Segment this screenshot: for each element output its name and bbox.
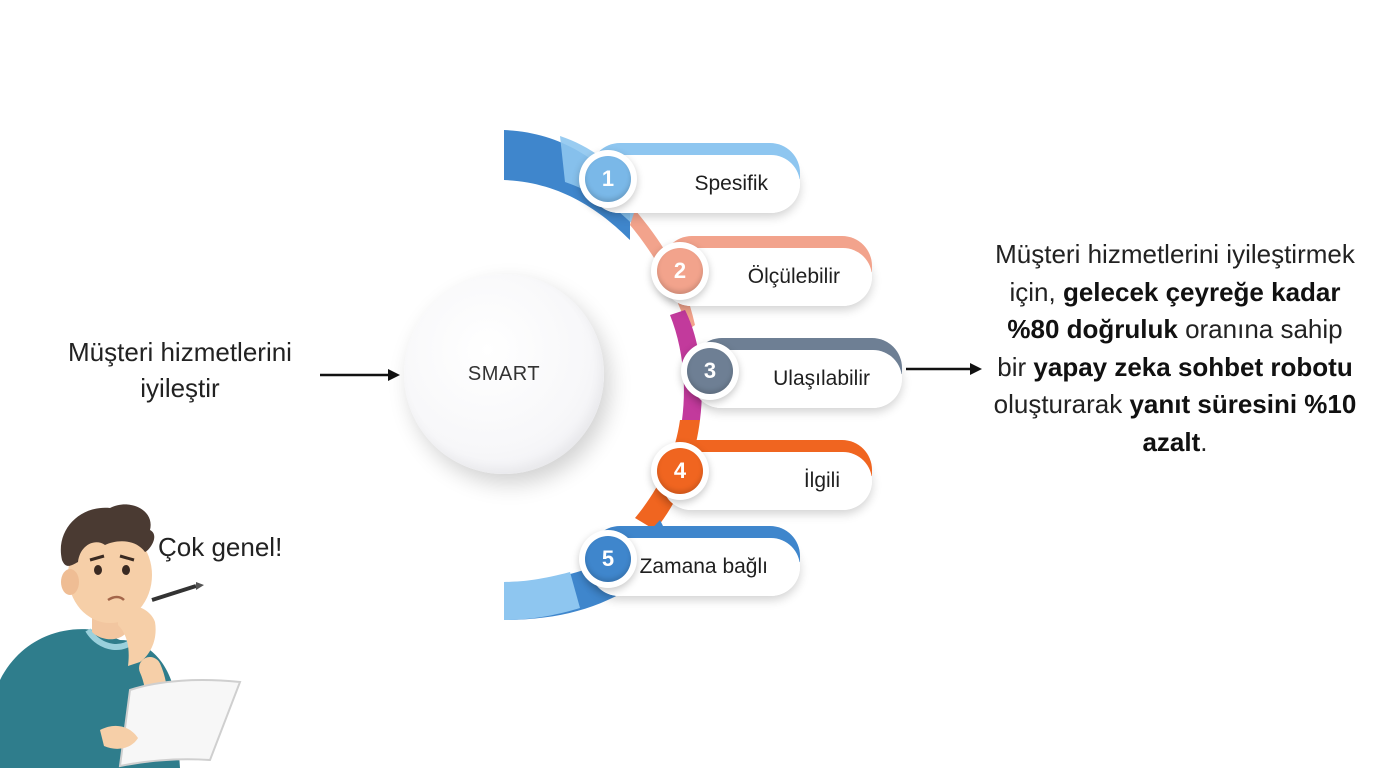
person-hand (118, 605, 156, 666)
pencil-icon (151, 584, 197, 602)
arc-segment-bottom-light (504, 572, 580, 620)
step-number-4: 4 (657, 448, 703, 494)
arrow-to-smart-icon (320, 369, 400, 381)
step-badge-4: 4 (651, 442, 709, 500)
step-label-1: Spesifik (694, 172, 768, 195)
smart-goal-bold-1: gelecek çeyreğe kadar %80 doğruluk (1007, 276, 1341, 345)
smart-goal-text: Müşteri hizmetlerini iyileştirmek için, … (990, 236, 1360, 461)
goal-text: Müşteri hizmetlerini iyileştir (68, 337, 292, 403)
step-number-3: 3 (687, 348, 733, 394)
smart-goal-part-2: oranına sahip bir (997, 314, 1343, 382)
arrow-to-result-icon (906, 363, 982, 375)
smart-goal-part-4: . (1200, 426, 1208, 457)
step-label-4: İlgili (803, 469, 840, 492)
step-label-3: Ulaşılabilir (773, 367, 870, 390)
step-label-5: Zamana bağlı (639, 555, 768, 578)
smart-goal-bold-3: yanıt süresini %10 azalt (1129, 389, 1357, 457)
step-number-2: 2 (657, 248, 703, 294)
smart-circle: SMART (404, 274, 604, 474)
step-badge-2: 2 (651, 242, 709, 300)
step-label-2: Ölçülebilir (747, 265, 840, 288)
person-face (68, 527, 152, 623)
smart-goal-bold-2: yapay zeka sohbet robotu (1033, 351, 1353, 382)
speech-text: Çok genel! (158, 532, 283, 562)
arc-segment-top (504, 130, 630, 240)
smart-label: SMART (467, 362, 541, 385)
step-badge-5: 5 (579, 530, 637, 588)
step-number-1: 1 (585, 156, 631, 202)
step-badge-1: 1 (579, 150, 637, 208)
thinking-person-illustration (0, 504, 242, 768)
paper-sheet (118, 679, 242, 768)
step-number-5: 5 (585, 536, 631, 582)
step-badge-3: 3 (681, 342, 739, 400)
smart-goal-part-3: oluşturarak (993, 389, 1130, 419)
smart-goal-part-1: Müşteri hizmetlerini iyileştirmek için, (995, 239, 1355, 307)
person-hair (60, 504, 155, 566)
